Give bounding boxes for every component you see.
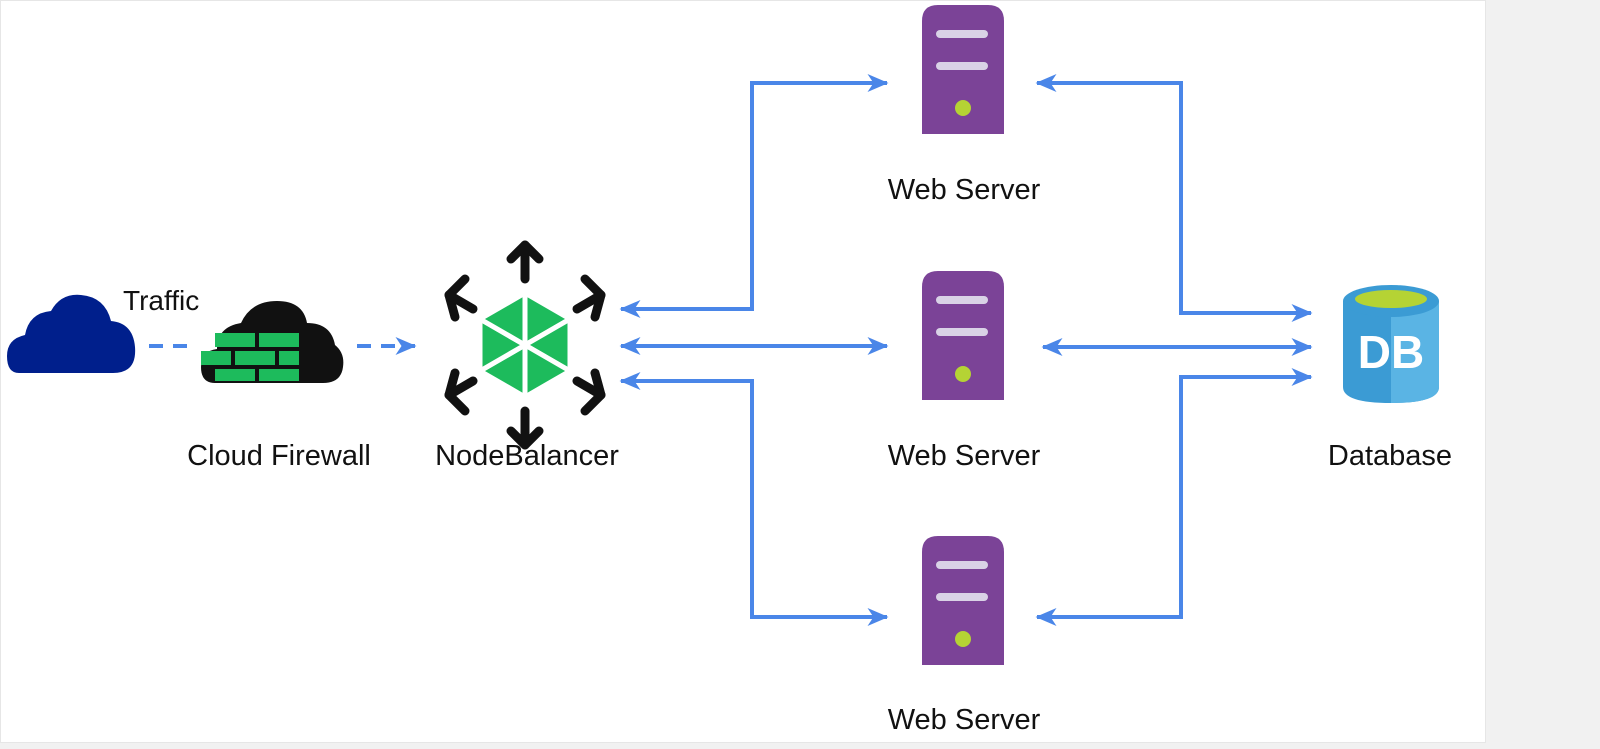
server-icon xyxy=(922,271,1004,400)
server-database-connectors xyxy=(1035,74,1313,626)
database-label: Database xyxy=(1327,440,1453,472)
database-icon: DB xyxy=(1343,285,1439,403)
traffic-label: Traffic xyxy=(123,285,200,316)
diagram-svg: DB xyxy=(7,5,1439,665)
cloud-firewall-label: Cloud Firewall xyxy=(187,440,371,472)
connector-web-server-3-db xyxy=(1035,368,1313,626)
internet-cloud-icon xyxy=(7,294,136,373)
connector-nb-web-server-1 xyxy=(619,74,889,318)
nodebalancer-icon xyxy=(444,240,606,450)
architecture-diagram: DB Traffic Cloud Firewall NodeBalancer W… xyxy=(0,0,1486,743)
firewall-icon xyxy=(201,301,344,383)
nodebalancer-server-connectors xyxy=(619,74,889,626)
connector-web-server-1-db xyxy=(1035,74,1313,322)
nodebalancer-label: NodeBalancer xyxy=(435,440,619,472)
database-icon-text: DB xyxy=(1358,326,1424,378)
web-server-label: Web Server xyxy=(887,440,1041,472)
server-icon xyxy=(922,5,1004,134)
web-server-label: Web Server xyxy=(887,704,1041,736)
connector-nb-web-server-3 xyxy=(619,372,889,626)
server-icon xyxy=(922,536,1004,665)
web-server-label: Web Server xyxy=(887,174,1041,206)
